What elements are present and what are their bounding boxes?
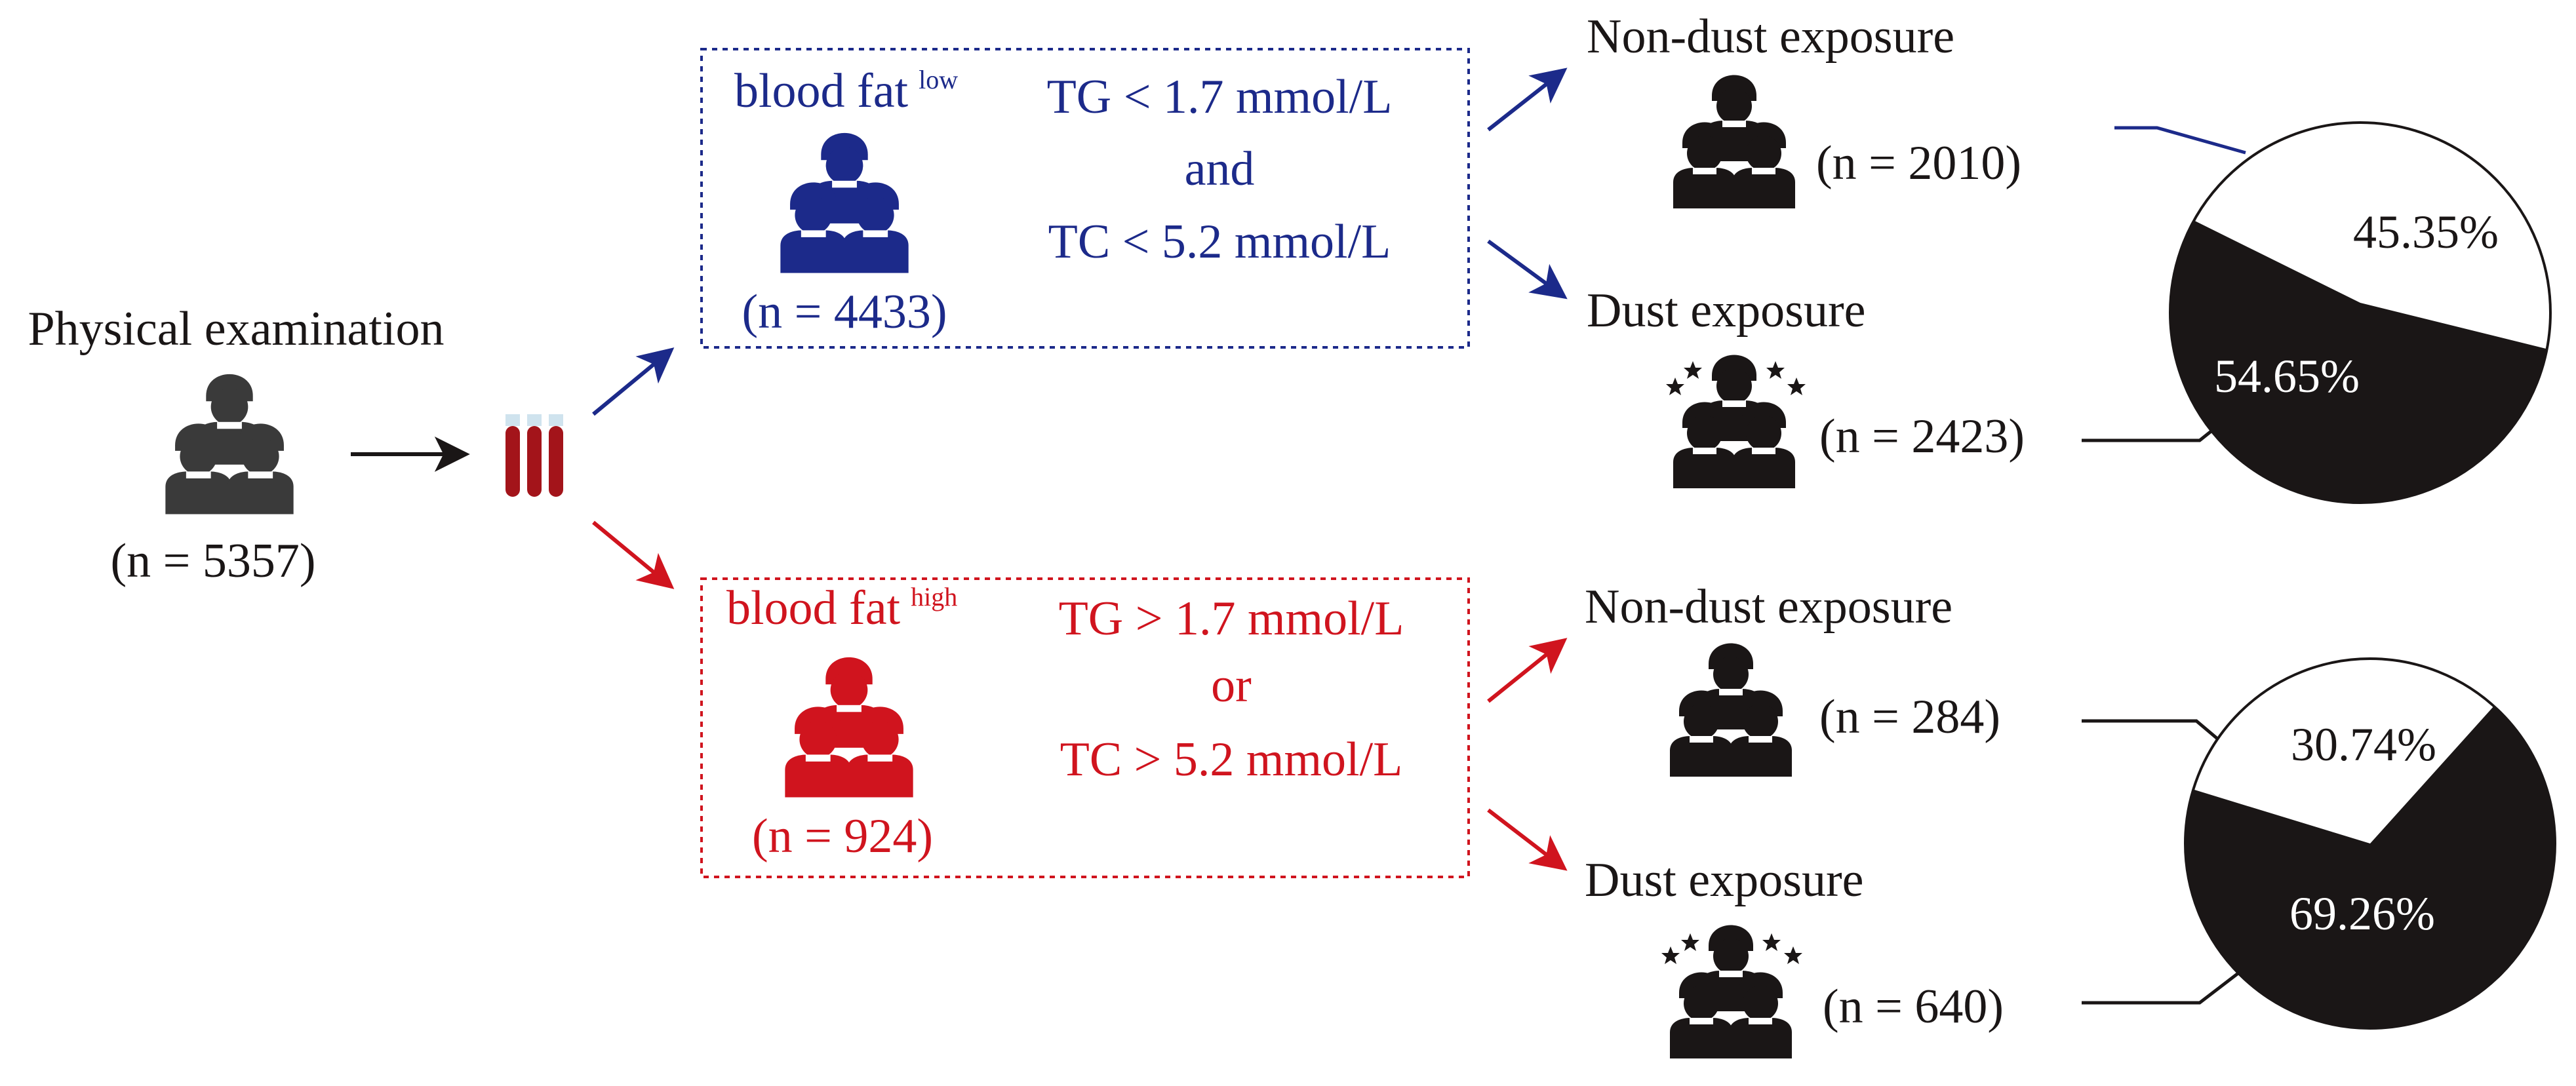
low-non-dust-label: Non-dust exposure bbox=[1587, 10, 1954, 64]
high-group-pie-chart: 30.74% 69.26% bbox=[2184, 657, 2556, 1030]
low-group-pie-chart: 45.35% 54.65% bbox=[2169, 121, 2552, 504]
arrow-to-high-non-dust bbox=[1487, 638, 1568, 703]
low-criteria-connector: and bbox=[1185, 142, 1255, 196]
people-group-icon bbox=[785, 657, 913, 798]
low-pie-slice-label: 54.65% bbox=[2214, 350, 2360, 402]
people-group-icon bbox=[780, 133, 908, 273]
dust-exposed-people-icon bbox=[1661, 925, 1802, 1059]
people-group-icon bbox=[165, 374, 293, 514]
low-pie-slice-label: 45.35% bbox=[2353, 206, 2499, 258]
root-title: Physical examination bbox=[28, 302, 444, 356]
arrow-to-low-non-dust bbox=[1487, 68, 1568, 132]
high-dust-count: (n = 640) bbox=[1823, 980, 2004, 1034]
high-pie-slice-label: 69.26% bbox=[2289, 887, 2435, 940]
low-criteria-tc: TC < 5.2 mmol/L bbox=[1048, 215, 1391, 269]
arrow-to-high-group bbox=[592, 520, 675, 589]
high-group-box bbox=[700, 577, 1470, 878]
low-dust-label: Dust exposure bbox=[1587, 284, 1865, 338]
arrow-to-high-dust bbox=[1487, 808, 1568, 871]
high-group-count: (n = 924) bbox=[752, 809, 933, 863]
low-pie-slice-dark bbox=[2170, 220, 2547, 503]
high-non-dust-count: (n = 284) bbox=[1819, 690, 2000, 744]
high-dust-label: Dust exposure bbox=[1585, 853, 1863, 907]
arrow-to-low-dust bbox=[1487, 239, 1568, 300]
high-non-dust-label: Non-dust exposure bbox=[1585, 580, 1952, 634]
high-criteria-tc: TC > 5.2 mmol/L bbox=[1060, 733, 1403, 786]
low-group-box bbox=[700, 48, 1470, 349]
root-count: (n = 5357) bbox=[110, 534, 315, 588]
people-group-icon bbox=[1673, 75, 1795, 209]
high-dust-connector bbox=[2082, 971, 2240, 1005]
high-criteria-tg: TG > 1.7 mmol/L bbox=[1059, 592, 1404, 646]
high-non-dust-connector bbox=[2082, 719, 2227, 747]
high-pie-slice-label: 30.74% bbox=[2291, 718, 2436, 771]
low-dust-count: (n = 2423) bbox=[1819, 410, 2025, 463]
arrow-to-low-group bbox=[592, 347, 675, 416]
people-group-icon bbox=[1670, 644, 1792, 777]
blood-sample-tubes-icon bbox=[505, 414, 563, 497]
high-pie-slice-dark bbox=[2185, 706, 2555, 1028]
low-non-dust-count: (n = 2010) bbox=[1816, 136, 2021, 190]
low-non-dust-connector bbox=[2114, 126, 2246, 155]
low-criteria-tg: TG < 1.7 mmol/L bbox=[1047, 70, 1393, 124]
dust-exposed-people-icon bbox=[1666, 355, 1806, 489]
high-criteria-connector: or bbox=[1211, 659, 1252, 712]
low-group-count: (n = 4433) bbox=[742, 285, 947, 339]
